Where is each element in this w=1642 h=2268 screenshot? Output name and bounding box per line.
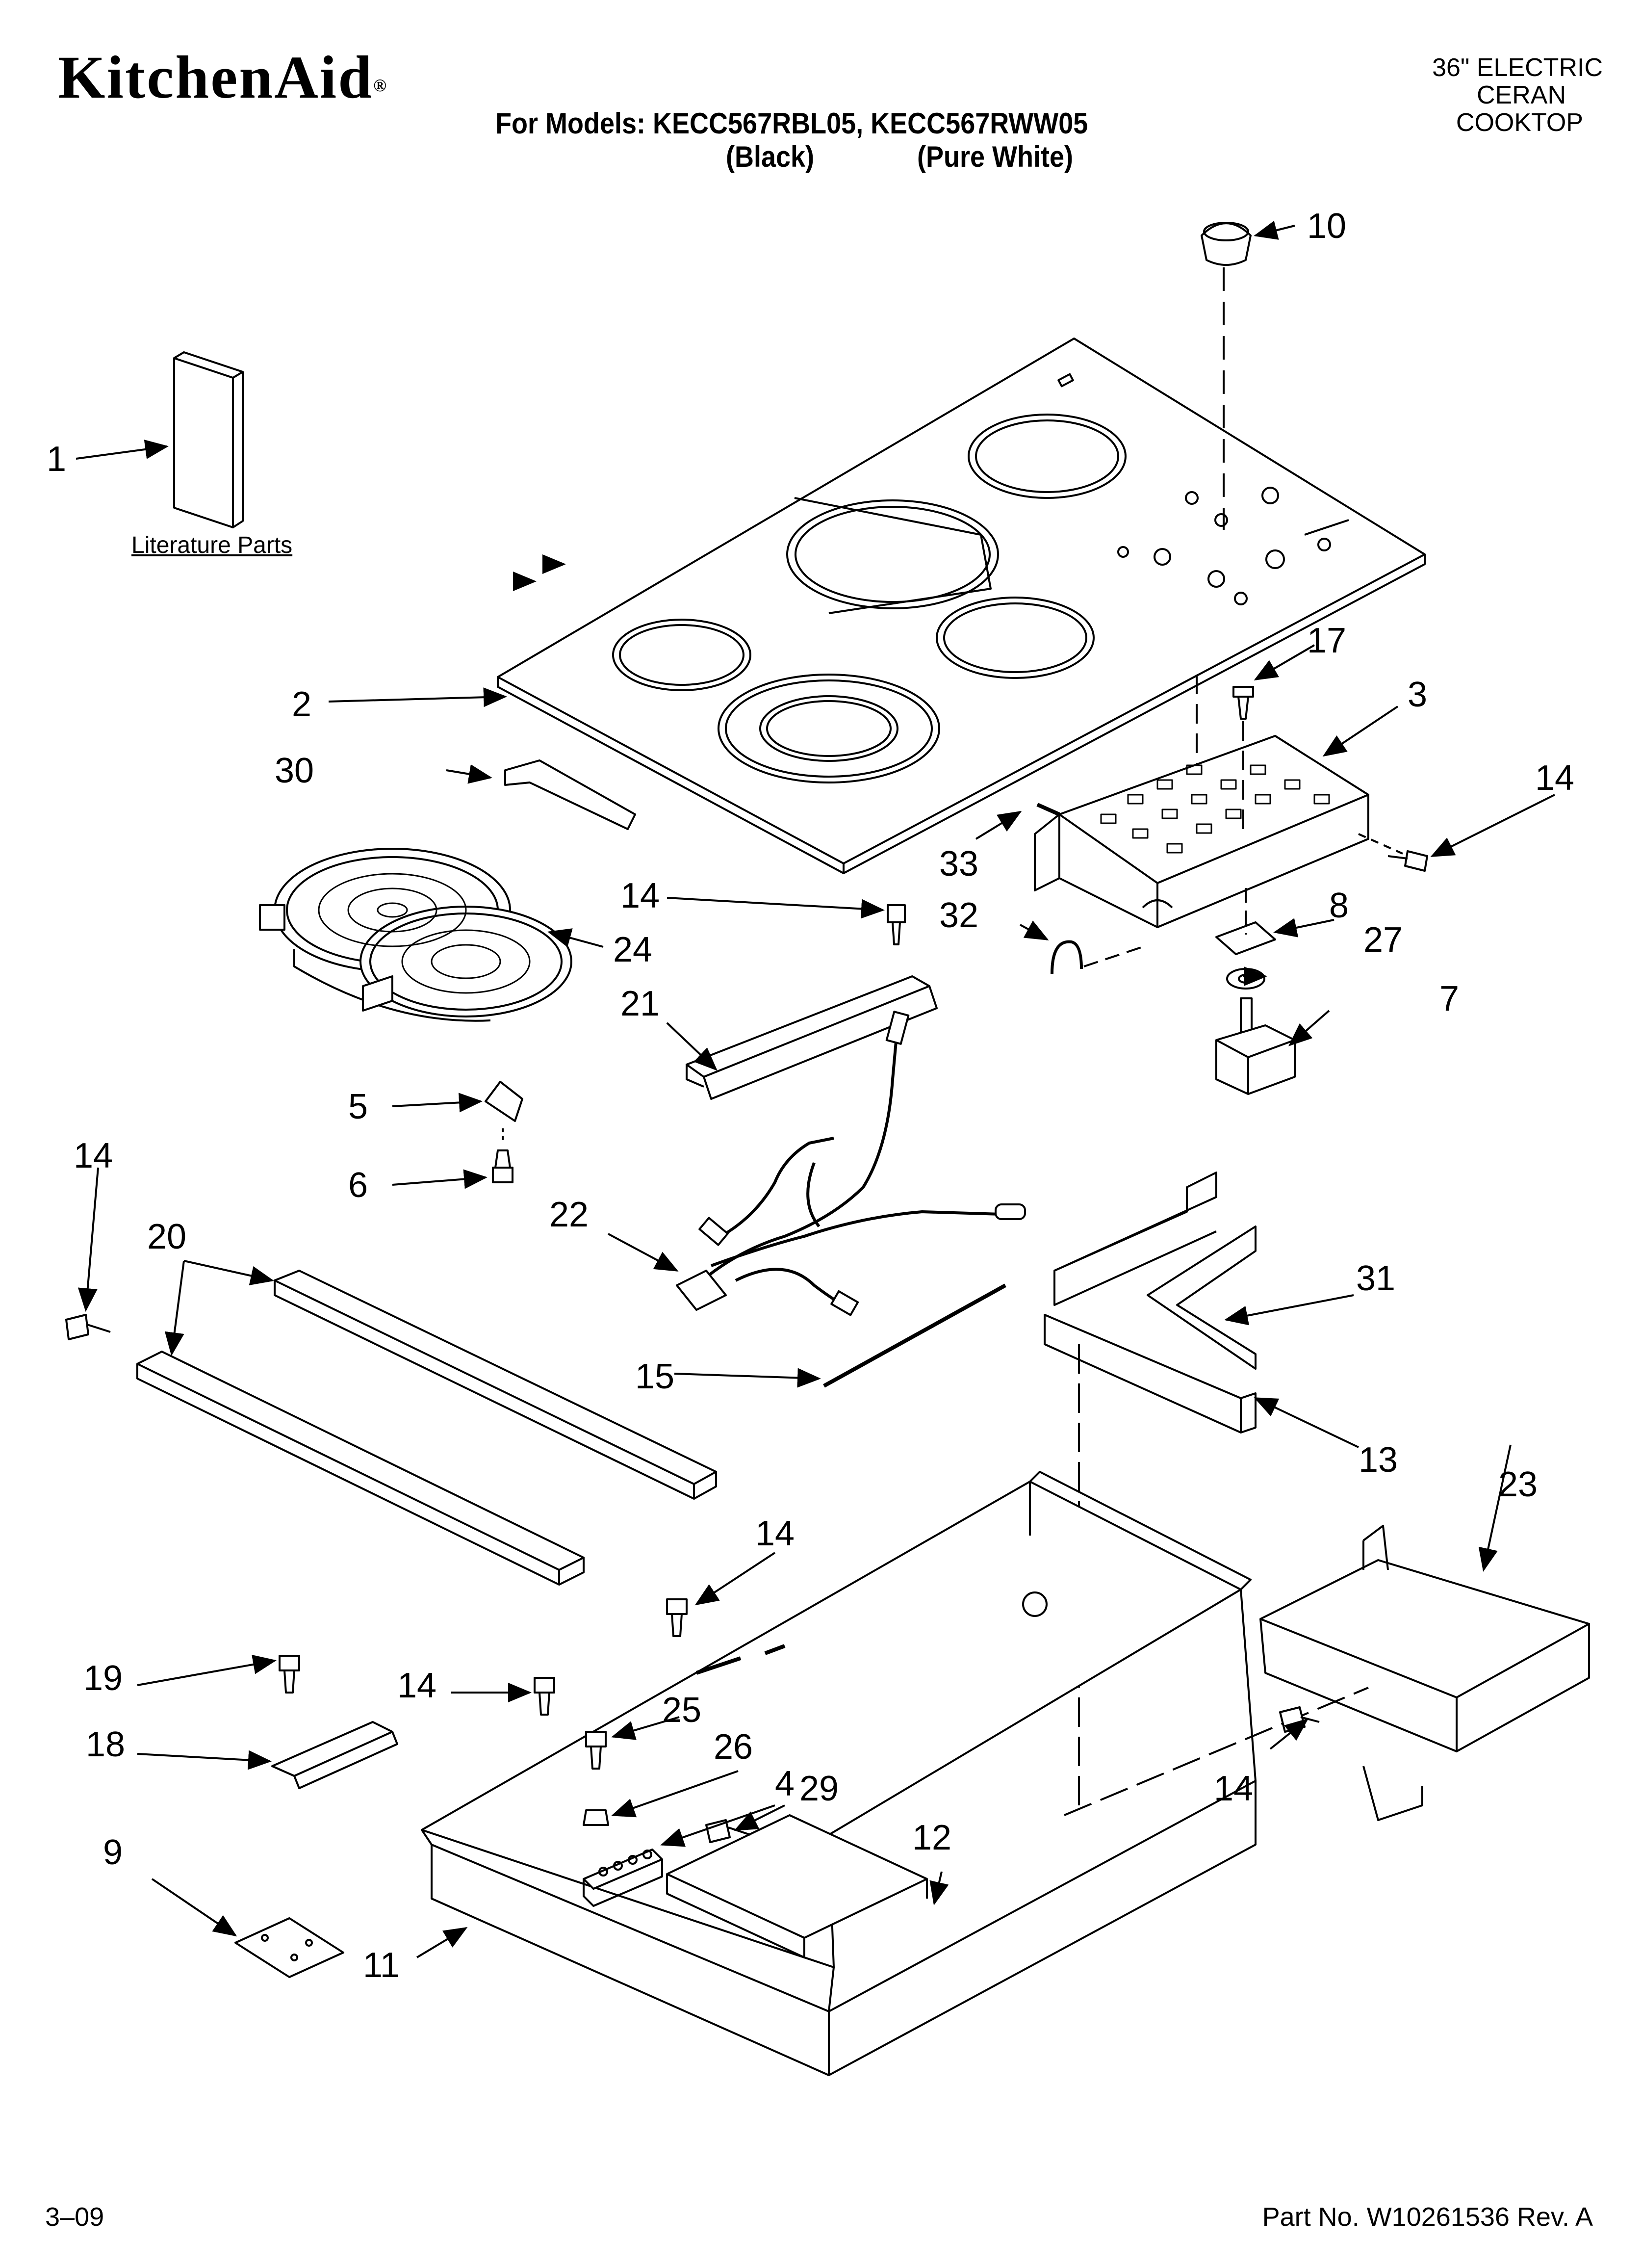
- terminal-box-part: [1259, 1525, 1590, 1821]
- callout-32: 32: [939, 896, 978, 935]
- callout-18: 18: [86, 1725, 125, 1764]
- control-box-part: [1034, 735, 1369, 928]
- callout-31: 31: [1356, 1259, 1395, 1298]
- color-white-label: (Pure White): [917, 140, 1073, 173]
- callout-22: 22: [549, 1195, 589, 1234]
- callout-24: 24: [613, 930, 652, 969]
- callout-26: 26: [714, 1727, 753, 1767]
- callout-11: 11: [363, 1946, 400, 1985]
- callout-30: 30: [275, 751, 314, 790]
- callout-33: 33: [939, 844, 978, 884]
- callout-13: 13: [1359, 1440, 1398, 1480]
- callout-9: 9: [103, 1833, 123, 1872]
- callout-21: 21: [620, 984, 660, 1023]
- bracket-31-part: [1053, 1172, 1257, 1370]
- callout-29: 29: [799, 1769, 839, 1808]
- footer-part-number: Part No. W10261536 Rev. A: [1262, 2202, 1593, 2232]
- callout-20: 20: [147, 1217, 186, 1256]
- cooktop-glass-part: [497, 338, 1426, 874]
- switch-7-part: [1215, 997, 1296, 1095]
- literature-book-part: [173, 351, 244, 528]
- callout-19: 19: [83, 1659, 123, 1698]
- bracket-21-part: [686, 975, 938, 1100]
- footer-date: 3–09: [45, 2202, 104, 2232]
- product-description: 36" ELECTRIC CERAN COOKTOP: [1308, 54, 1603, 136]
- callout-leaders: [76, 220, 1555, 1958]
- callout-3: 3: [1408, 675, 1427, 714]
- screw-14-left-part: [65, 1314, 111, 1340]
- product-line-2: CERAN: [1476, 81, 1566, 109]
- wire-harness-part: [695, 1025, 1001, 1306]
- screw-14-lower-right-part: [1279, 1706, 1320, 1733]
- callout-labels: 1 2 3 4 5 6 7 8 9 10 11 12 13 14 14 14 1…: [47, 207, 1574, 1985]
- knob-part: [1201, 222, 1252, 266]
- terminal-block-part: [583, 1849, 663, 1907]
- screw-6-part: [492, 1149, 513, 1183]
- callout-6: 6: [348, 1166, 368, 1205]
- callout-23: 23: [1498, 1465, 1538, 1504]
- models-line: For Models: KECC567RBL05, KECC567RWW05: [495, 107, 1088, 140]
- callout-14-left: 14: [74, 1136, 113, 1175]
- callout-14-lower-right: 14: [1214, 1769, 1253, 1808]
- callout-1: 1: [47, 440, 66, 479]
- callout-14-lower-center: 14: [755, 1514, 795, 1553]
- callout-14-center: 14: [620, 876, 660, 915]
- callout-27: 27: [1363, 920, 1403, 960]
- product-line-3: COOKTOP: [1456, 108, 1583, 137]
- callout-7: 7: [1439, 979, 1459, 1018]
- callout-10: 10: [1307, 207, 1346, 246]
- callout-5: 5: [348, 1087, 368, 1126]
- callout-17: 17: [1307, 621, 1346, 660]
- callout-14-lower-left: 14: [397, 1666, 436, 1705]
- product-line-1: 36" ELECTRIC: [1432, 53, 1603, 82]
- color-black-label: (Black): [726, 140, 815, 173]
- callout-15: 15: [635, 1357, 674, 1396]
- rail-20-part: [136, 1270, 717, 1586]
- base-pan-part: [421, 1471, 1257, 2076]
- literature-parts-label: Literature Parts: [131, 532, 293, 558]
- callout-25: 25: [662, 1691, 701, 1730]
- callout-12: 12: [912, 1818, 951, 1857]
- screw-17-part: [1232, 686, 1254, 720]
- callout-8: 8: [1329, 886, 1349, 925]
- channel-13-part: [1044, 1314, 1257, 1434]
- callout-14-right: 14: [1535, 758, 1574, 798]
- screw-14-center-part: [887, 904, 906, 945]
- dual-element-part: [259, 848, 572, 1022]
- callout-2: 2: [292, 685, 311, 724]
- callout-4: 4: [775, 1764, 795, 1803]
- screw-14-right-part: [1387, 850, 1428, 872]
- kitchenaid-logo: KitchenAid®: [58, 44, 388, 111]
